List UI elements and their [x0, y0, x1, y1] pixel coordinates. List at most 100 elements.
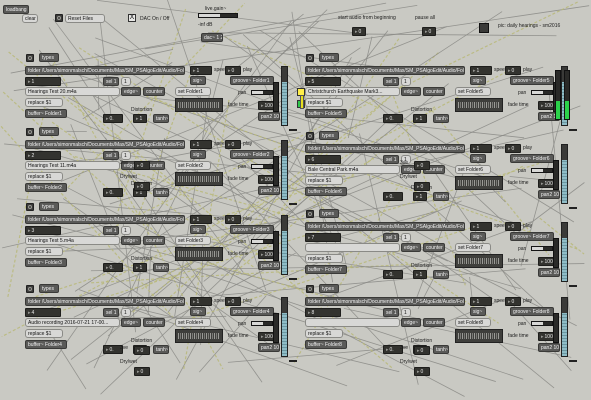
- module-2-dist-number[interactable]: 0.: [103, 188, 123, 197]
- drywet-number-3[interactable]: 0: [414, 182, 430, 191]
- module-1-file-menu[interactable]: Hearings Test 20.m4a: [25, 87, 120, 96]
- module-6-tanh-object[interactable]: tanh~: [433, 192, 449, 201]
- patch-cord[interactable]: [210, 268, 526, 297]
- module-3-waveform-display[interactable]: [175, 247, 223, 261]
- module-2-set-message[interactable]: set Folder2: [175, 161, 211, 170]
- module-3-dist-number[interactable]: 0.: [103, 263, 123, 272]
- module-6-gain-slider[interactable]: [561, 144, 568, 204]
- patch-cord[interactable]: [13, 5, 590, 92]
- module-4-gain-slider[interactable]: [281, 297, 288, 357]
- module-7-dist-one-number[interactable]: 1: [413, 270, 427, 279]
- start-audio-number[interactable]: 0: [352, 27, 366, 36]
- module-3-bang-button[interactable]: [26, 203, 34, 211]
- module-3-replace-message[interactable]: replace $1: [25, 247, 63, 256]
- module-7-dist-number[interactable]: 0.: [383, 270, 403, 279]
- module-7-groove-object[interactable]: groove~ Folder7: [510, 232, 554, 241]
- module-8-folder-object[interactable]: folder /Users/simonmalsch/Documents/Max/…: [305, 297, 465, 306]
- patch-cord[interactable]: [12, 214, 491, 338]
- module-8-edge-object[interactable]: edge~: [401, 318, 421, 327]
- reset-files-message[interactable]: Reset Files: [65, 14, 105, 23]
- patch-cord[interactable]: [1, 66, 517, 338]
- module-7-one-message[interactable]: 1: [401, 233, 411, 242]
- module-7-replace-message[interactable]: replace $1: [305, 254, 343, 263]
- module-7-set-message[interactable]: set Folder7: [455, 243, 491, 252]
- module-1-count-number[interactable]: 1: [25, 77, 61, 86]
- module-4-sel-object[interactable]: sel 1: [103, 308, 119, 317]
- module-7-speed-number[interactable]: 1: [470, 222, 492, 231]
- patch-cord[interactable]: [132, 80, 410, 313]
- loadbang-object[interactable]: loadbang: [3, 5, 29, 14]
- patch-cord[interactable]: [207, 138, 577, 327]
- patch-cord[interactable]: [303, 221, 532, 306]
- module-1-set-message[interactable]: set Folder1: [175, 87, 211, 96]
- module-7-folder-object[interactable]: folder /Users/simonmalsch/Documents/Max/…: [305, 222, 465, 231]
- drywet-number-1[interactable]: 0: [134, 182, 150, 191]
- module-7-waveform-display[interactable]: [455, 254, 503, 268]
- patch-cord[interactable]: [35, 220, 270, 298]
- patch-cord[interactable]: [33, 102, 294, 214]
- reverb-number-3[interactable]: 0: [414, 161, 430, 170]
- module-6-file-menu[interactable]: Bale Central Park.m4a: [305, 165, 400, 174]
- patch-cord[interactable]: [212, 59, 224, 101]
- module-1-speed-number[interactable]: 1: [190, 66, 212, 75]
- module-7-pan2-object[interactable]: pan2 100: [538, 268, 560, 277]
- module-6-play-number[interactable]: 0: [505, 144, 521, 153]
- module-6-pan-slider[interactable]: [531, 168, 553, 173]
- patch-cord[interactable]: [56, 1, 578, 256]
- module-5-sig-object[interactable]: sig~: [470, 76, 486, 85]
- patch-cord[interactable]: [209, 262, 340, 302]
- patch-cord[interactable]: [56, 84, 393, 369]
- module-5-speed-number[interactable]: 1: [470, 66, 492, 75]
- module-4-play-number[interactable]: 0: [225, 297, 241, 306]
- module-2-file-menu[interactable]: Hearings Test 11.m4a: [25, 161, 120, 170]
- module-4-buffer-object[interactable]: buffer~ Folder4: [25, 340, 67, 349]
- module-6-bang-button[interactable]: [306, 132, 314, 140]
- module-8-buffer-object[interactable]: buffer~ Folder8: [305, 340, 347, 349]
- module-2-replace-message[interactable]: replace $1: [25, 172, 63, 181]
- module-8-file-menu[interactable]: [305, 318, 400, 327]
- patch-cord[interactable]: [70, 168, 312, 360]
- module-4-edge-object[interactable]: edge~: [121, 318, 141, 327]
- module-3-sel-object[interactable]: sel 1: [103, 226, 119, 235]
- patch-cord[interactable]: [30, 147, 521, 290]
- reset-bang-button[interactable]: [55, 14, 63, 22]
- patch-cord[interactable]: [174, 92, 211, 317]
- patch-cord[interactable]: [298, 31, 519, 237]
- patch-cord[interactable]: [137, 295, 181, 364]
- module-1-folder-object[interactable]: folder /Users/simonmalsch/Documents/Max/…: [25, 66, 185, 75]
- module-8-sig-object[interactable]: sig~: [470, 307, 486, 316]
- patch-cord[interactable]: [208, 32, 557, 37]
- module-5-file-menu[interactable]: Christchurch Earthquake Mark3...: [305, 87, 400, 96]
- patch-cord[interactable]: [258, 129, 564, 199]
- module-6-folder-object[interactable]: folder /Users/simonmalsch/Documents/Max/…: [305, 144, 465, 153]
- module-5-count-number[interactable]: 5: [305, 77, 341, 86]
- patch-cord[interactable]: [103, 269, 175, 320]
- module-7-buffer-object[interactable]: buffer~ Folder7: [305, 265, 347, 274]
- patch-cord[interactable]: [272, 20, 320, 63]
- module-3-set-message[interactable]: set Folder3: [175, 236, 211, 245]
- module-3-file-menu[interactable]: Hearings Test 5.m4a: [25, 236, 120, 245]
- patch-cord[interactable]: [242, 34, 559, 322]
- module-4-sig-object[interactable]: sig~: [190, 307, 206, 316]
- module-5-replace-message[interactable]: replace $1: [305, 98, 343, 107]
- module-3-speed-number[interactable]: 1: [190, 215, 212, 224]
- module-2-pan-slider[interactable]: [251, 164, 273, 169]
- module-4-tanh-object[interactable]: tanh~: [153, 345, 169, 354]
- module-5-buffer-object[interactable]: buffer~ Folder5: [305, 109, 347, 118]
- patch-cord[interactable]: [0, 125, 187, 332]
- module-7-play-number[interactable]: 0: [505, 222, 521, 231]
- module-8-replace-message[interactable]: replace $1: [305, 329, 343, 338]
- module-1-bang-button[interactable]: [26, 54, 34, 62]
- patch-cord[interactable]: [108, 301, 400, 373]
- module-6-one-message[interactable]: 1: [401, 155, 411, 164]
- module-6-replace-message[interactable]: replace $1: [305, 176, 343, 185]
- module-4-speed-number[interactable]: 1: [190, 297, 212, 306]
- module-6-buffer-object[interactable]: buffer~ Folder6: [305, 187, 347, 196]
- module-5-waveform-display[interactable]: [455, 98, 503, 112]
- module-1-sig-object[interactable]: sig~: [190, 76, 206, 85]
- module-8-types-object[interactable]: types: [319, 284, 339, 293]
- module-3-buffer-object[interactable]: buffer~ Folder3: [25, 258, 67, 267]
- patch-cord[interactable]: [227, 346, 408, 363]
- module-3-sig-object[interactable]: sig~: [190, 225, 206, 234]
- module-2-groove-object[interactable]: groove~ Folder2: [230, 150, 274, 159]
